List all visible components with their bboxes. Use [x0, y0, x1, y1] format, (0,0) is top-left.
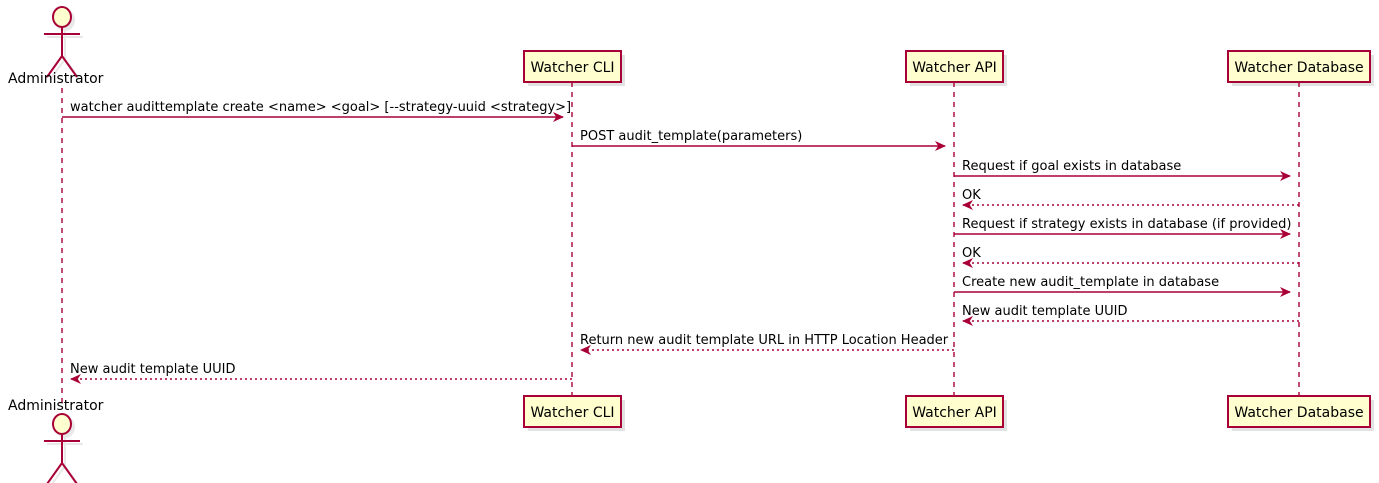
message-1[interactable]: watcher audittemplate create <name> <goa… — [62, 100, 571, 122]
actor-leg-right — [61, 462, 78, 483]
message-3[interactable]: Request if goal exists in database — [954, 159, 1291, 181]
participant-box-api-bottom[interactable] — [905, 395, 1004, 428]
message-2[interactable]: POST audit_template(parameters) — [572, 129, 946, 151]
message-label-3: Request if goal exists in database — [962, 159, 1181, 174]
participant-label-database: Watcher Database — [1234, 405, 1363, 421]
message-8[interactable]: New audit template UUID — [962, 304, 1299, 326]
participant-box-api-top[interactable] — [905, 50, 1004, 83]
messages-group: watcher audittemplate create <name> <goa… — [62, 100, 1299, 384]
message-label-8: New audit template UUID — [962, 304, 1127, 319]
actor-head — [52, 6, 72, 28]
actor-figure-administrator-bottom[interactable] — [44, 413, 83, 483]
participant-boxes-group: Watcher CLI Watcher CLI Watcher API Watcher… — [523, 50, 1371, 428]
participant-label-cli: Watcher CLI — [530, 405, 614, 421]
message-10[interactable]: New audit template UUID — [70, 362, 572, 384]
actor-leg-left — [51, 465, 66, 483]
actor-label-administrator-bottom: Administrator — [8, 398, 104, 414]
participant-box-cli-bottom[interactable] — [523, 395, 622, 428]
participant-label-cli: Watcher CLI — [530, 60, 614, 76]
participant-label-database: Watcher Database — [1234, 60, 1363, 76]
participant-box-database-top[interactable] — [1227, 50, 1371, 83]
message-label-10: New audit template UUID — [70, 362, 235, 377]
message-label-1: watcher audittemplate create <name> <goa… — [70, 100, 571, 115]
box-shadows — [528, 55, 1374, 431]
participant-label-api: Watcher API — [912, 405, 997, 421]
actor-head — [52, 413, 72, 435]
actor-label-administrator-top: Administrator — [8, 71, 104, 87]
actor-leg-left — [49, 58, 66, 81]
participant-label-api: Watcher API — [912, 60, 997, 76]
message-label-7: Create new audit_template in database — [962, 275, 1219, 290]
message-label-6: OK — [962, 246, 981, 261]
message-label-5: Request if strategy exists in database (… — [962, 217, 1291, 232]
actor-leg-left — [46, 462, 63, 483]
message-7[interactable]: Create new audit_template in database — [954, 275, 1291, 297]
actor-leg-left — [46, 55, 63, 78]
actor-figure-administrator-top[interactable] — [44, 6, 83, 81]
message-label-2: POST audit_template(parameters) — [580, 129, 802, 144]
message-4[interactable]: OK — [962, 188, 1299, 210]
message-9[interactable]: Return new audit template URL in HTTP Lo… — [580, 333, 954, 355]
lifelines-group — [61, 82, 1300, 404]
message-label-4: OK — [962, 188, 981, 203]
actor-leg-right — [61, 55, 78, 78]
participant-box-database-bottom[interactable] — [1227, 395, 1371, 428]
participant-box-cli-top[interactable] — [523, 50, 622, 83]
message-label-9: Return new audit template URL in HTTP Lo… — [580, 333, 949, 348]
message-6[interactable]: OK — [962, 246, 1299, 268]
message-5[interactable]: Request if strategy exists in database (… — [954, 217, 1291, 239]
actor-leg-right — [64, 465, 79, 483]
